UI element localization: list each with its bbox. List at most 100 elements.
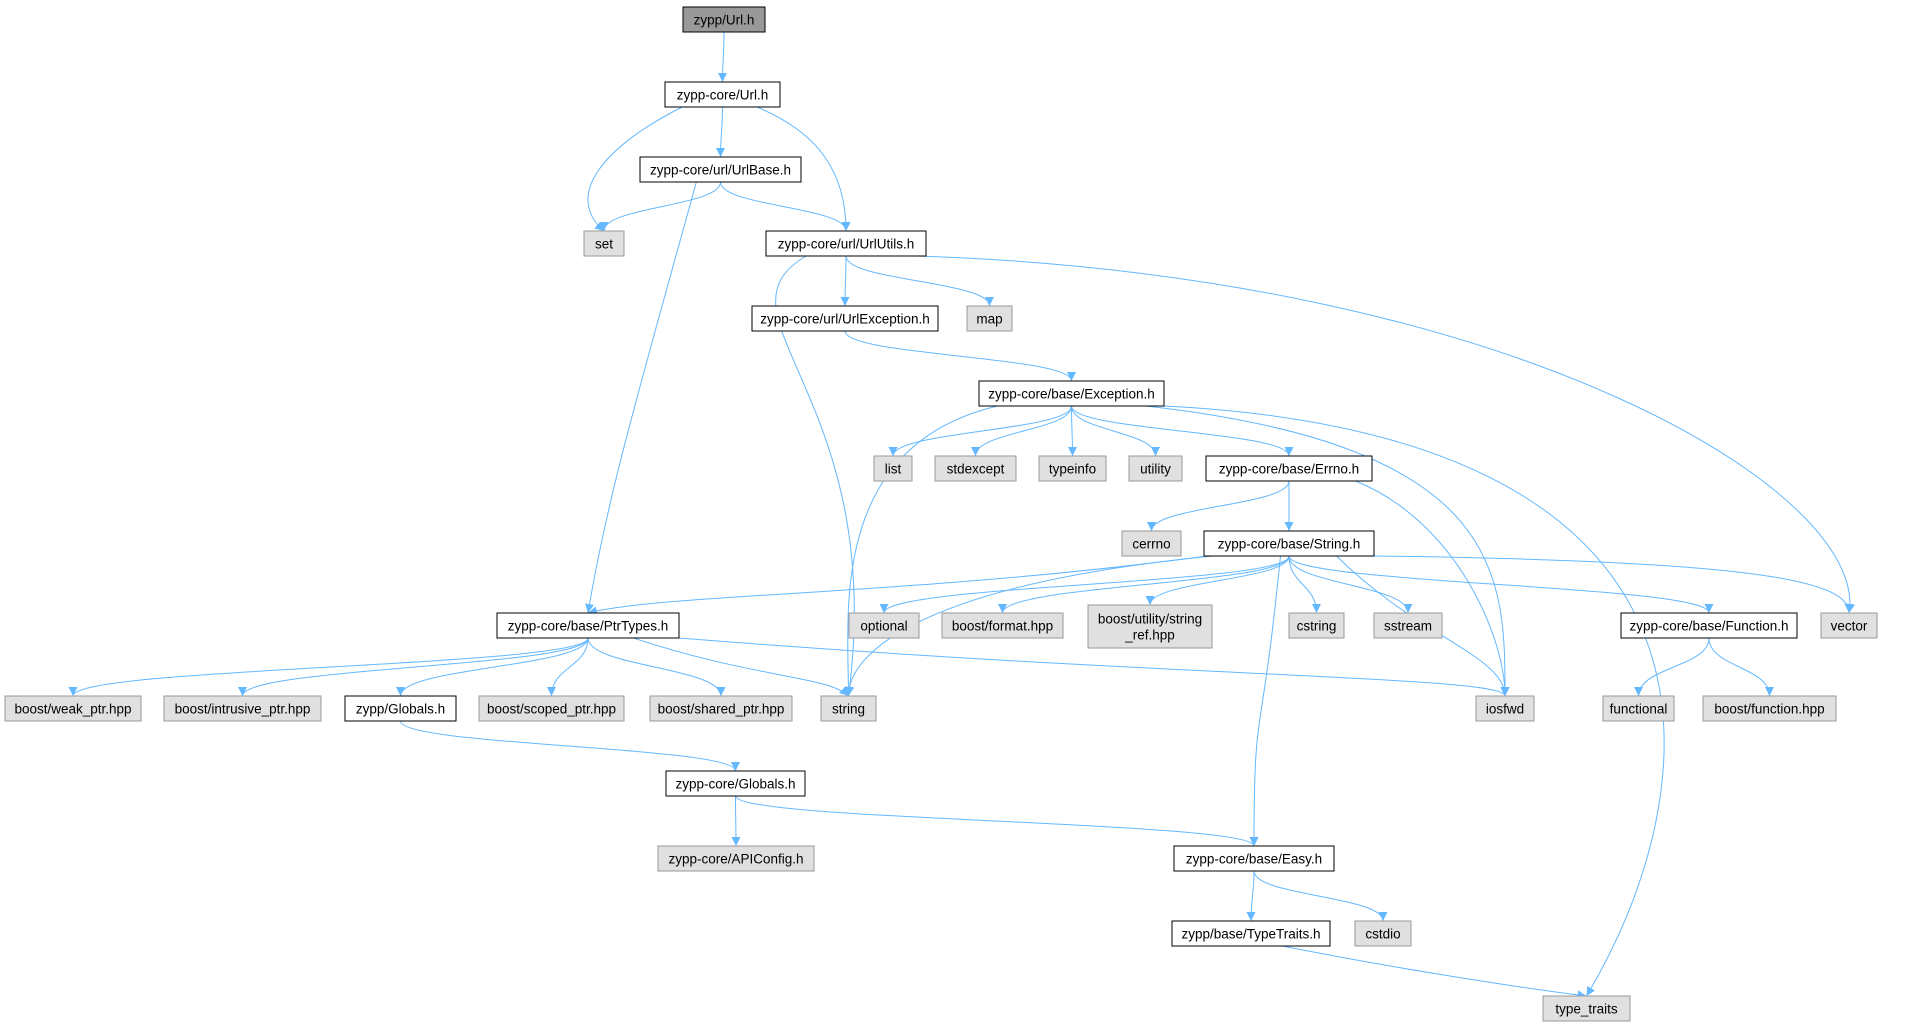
node-label: cstring: [1297, 619, 1337, 634]
node-label: boost/format.hpp: [952, 619, 1053, 634]
node-core_globals[interactable]: zypp-core/Globals.h: [665, 770, 806, 797]
node-box: [1203, 530, 1375, 557]
node-box: [583, 230, 625, 257]
edge-ptrtypes-to-bscoped: [547, 637, 589, 697]
edge-errno_h-to-cerrno: [1147, 480, 1290, 532]
node-apiconfig: zypp-core/APIConfig.h: [657, 845, 815, 872]
node-url_h[interactable]: zypp/Url.h: [682, 6, 766, 33]
node-iosfwd: iosfwd: [1475, 695, 1535, 722]
node-bfunc: boost/function.hpp: [1702, 695, 1837, 722]
node-box: [639, 156, 802, 183]
edge-urlutils-to-urlexc: [840, 255, 850, 307]
node-label: zypp-core/Globals.h: [675, 777, 795, 792]
node-typeinfo: typeinfo: [1038, 455, 1107, 482]
node-label: zypp-core/base/Function.h: [1629, 619, 1788, 634]
node-label: zypp-core/base/Exception.h: [988, 387, 1155, 402]
node-globals[interactable]: zypp/Globals.h: [344, 695, 457, 722]
node-box: [966, 305, 1013, 332]
node-box: [820, 695, 877, 722]
edge-ptrtypes-to-bshared: [587, 637, 726, 697]
node-label: utility: [1140, 462, 1171, 477]
node-urlutils[interactable]: zypp-core/url/UrlUtils.h: [765, 230, 927, 257]
edge-string_h-to-function_h: [1288, 555, 1714, 614]
node-box: [1602, 695, 1675, 722]
node-label: sstream: [1384, 619, 1432, 634]
node-box: [1128, 455, 1183, 482]
node-urlexc[interactable]: zypp-core/url/UrlException.h: [751, 305, 939, 332]
edge-ptrtypes-to-bweak: [68, 637, 589, 697]
node-stdexcept: stdexcept: [934, 455, 1017, 482]
node-errno_h[interactable]: zypp-core/base/Errno.h: [1205, 455, 1373, 482]
node-label: zypp/base/TypeTraits.h: [1181, 927, 1320, 942]
node-label: functional: [1610, 702, 1668, 717]
node-bformat: boost/format.hpp: [941, 612, 1064, 639]
edge-string_h-to-optional: [879, 555, 1290, 614]
edge-urlutils-to-string: [775, 255, 855, 697]
edge-string_h-to-sstream: [1288, 555, 1413, 614]
node-label: zypp-core/base/Errno.h: [1219, 462, 1359, 477]
node-ptrtypes[interactable]: zypp-core/base/PtrTypes.h: [496, 612, 680, 639]
edge-string_h-to-iosfwd: [1336, 555, 1510, 697]
node-box: [478, 695, 625, 722]
edge-exception-to-string: [843, 405, 998, 697]
node-label: zypp-core/APIConfig.h: [668, 852, 803, 867]
node-label: zypp/Globals.h: [356, 702, 445, 717]
node-string_h[interactable]: zypp-core/base/String.h: [1203, 530, 1375, 557]
node-box: [496, 612, 680, 639]
edge-exception-to-typeinfo: [1067, 405, 1077, 457]
node-utility: utility: [1128, 455, 1183, 482]
edge-globals-to-core_globals: [400, 720, 740, 772]
node-cerrno: cerrno: [1121, 530, 1182, 557]
node-label: zypp-core/base/Easy.h: [1186, 852, 1322, 867]
node-box: [1620, 612, 1798, 639]
node-box: [163, 695, 322, 722]
node-box: [344, 695, 457, 722]
node-bshared: boost/shared_ptr.hpp: [649, 695, 793, 722]
node-label: boost/scoped_ptr.hpp: [487, 702, 616, 717]
node-label: stdexcept: [947, 462, 1005, 477]
node-typetraits_h[interactable]: zypp/base/TypeTraits.h: [1171, 920, 1331, 947]
node-label: zypp-core/base/String.h: [1218, 537, 1361, 552]
node-box: [1542, 995, 1631, 1022]
edge-core_url-to-urlutils: [756, 106, 851, 232]
node-exception[interactable]: zypp-core/base/Exception.h: [978, 380, 1165, 407]
node-easy[interactable]: zypp-core/base/Easy.h: [1173, 845, 1335, 872]
edge-string_h-to-ptrtypes: [587, 555, 1208, 616]
node-box: [751, 305, 939, 332]
node-label: zypp-core/url/UrlUtils.h: [778, 237, 915, 252]
node-box: [941, 612, 1064, 639]
edge-urlutils-to-vector: [917, 255, 1855, 614]
edge-core_url-to-set: [587, 106, 683, 232]
node-functional: functional: [1602, 695, 1675, 722]
node-label: boost/function.hpp: [1714, 702, 1824, 717]
node-label: boost/utility/string: [1098, 612, 1202, 627]
node-box: [1087, 604, 1213, 649]
node-core_url[interactable]: zypp-core/Url.h: [664, 81, 781, 108]
node-label: zypp-core/Url.h: [677, 88, 769, 103]
edge-ptrtypes-to-bintr: [238, 637, 589, 697]
edge-easy-to-cstdio: [1253, 870, 1388, 922]
node-urlbase[interactable]: zypp-core/url/UrlBase.h: [639, 156, 802, 183]
node-list: list: [873, 455, 913, 482]
node-label: boost/shared_ptr.hpp: [658, 702, 785, 717]
node-box: [4, 695, 142, 722]
node-label: boost/weak_ptr.hpp: [14, 702, 131, 717]
node-function_h[interactable]: zypp-core/base/Function.h: [1620, 612, 1798, 639]
node-string: string: [820, 695, 877, 722]
edge-core_globals-to-apiconfig: [731, 795, 741, 847]
edges-layer: [68, 31, 1855, 1000]
node-box: [1373, 612, 1443, 639]
node-box: [657, 845, 815, 872]
node-box: [682, 6, 766, 33]
edge-ptrtypes-to-string: [633, 637, 849, 697]
edge-urlexc-to-exception: [844, 330, 1076, 382]
edge-url_h-to-core_url: [718, 31, 728, 83]
node-box: [1171, 920, 1331, 947]
node-box: [1288, 612, 1345, 639]
edge-exception-to-stdexcept: [971, 405, 1072, 457]
edge-easy-to-typetraits_h: [1246, 870, 1256, 922]
node-type_traits: type_traits: [1542, 995, 1631, 1022]
node-map: map: [966, 305, 1013, 332]
node-label: cerrno: [1132, 537, 1170, 552]
